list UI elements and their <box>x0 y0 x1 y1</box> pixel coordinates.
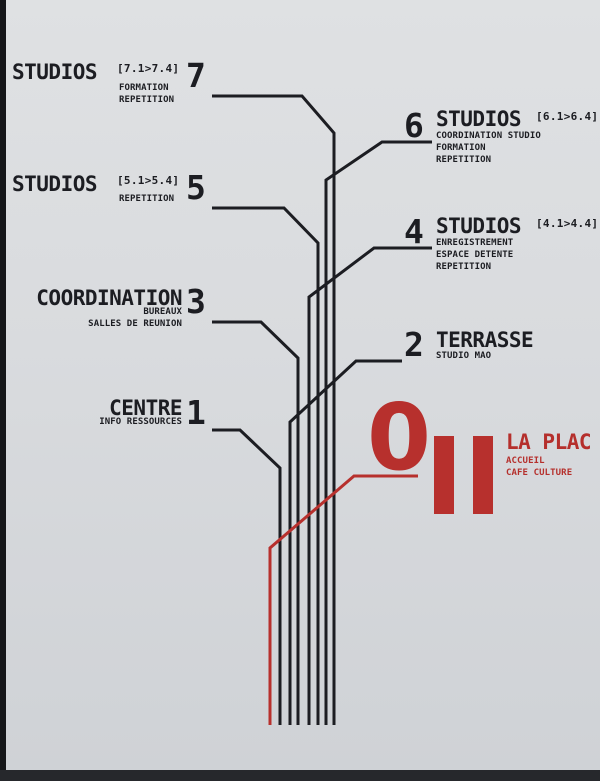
floor-2-line-1: STUDIO MAO <box>436 351 492 361</box>
floor-4-line-1: ENREGISTREMENT <box>436 238 514 248</box>
floor-0-bar-right <box>473 436 493 514</box>
connector-line-4 <box>307 246 432 725</box>
floor-6-line-2: FORMATION <box>436 143 486 153</box>
floor-6-title: STUDIOS <box>436 107 522 131</box>
connector-line-0 <box>268 474 418 725</box>
floor-5-number: 5 <box>186 168 206 207</box>
floor-7-line-1: FORMATION <box>119 83 169 93</box>
floor-6-number: 6 <box>404 106 424 145</box>
floor-6-line-1: COORDINATION STUDIO <box>436 131 541 141</box>
floor-4-line-2: ESPACE DETENTE <box>436 250 514 260</box>
floor-1-number: 1 <box>186 393 206 432</box>
floor-7-number: 7 <box>186 56 206 95</box>
floor-0-line-2: CAFE CULTURE <box>506 468 573 478</box>
floor-directory-sign: STUDIOS [7.1>7.4] 7 FORMATION REPETITION… <box>6 0 600 770</box>
floor-3-line-2: SALLES DE REUNION <box>88 319 182 329</box>
floor-4-number: 4 <box>404 212 424 251</box>
connector-line-6 <box>324 140 432 725</box>
connector-line-7 <box>212 94 336 725</box>
photo-dark-edge <box>0 0 6 781</box>
connector-line-5 <box>212 206 320 725</box>
floor-2-title: TERRASSE <box>436 328 534 352</box>
floor-connector-lines <box>212 94 432 725</box>
connector-line-1 <box>212 428 282 725</box>
floor-3-number: 3 <box>186 282 206 321</box>
floor-1-title: CENTRE <box>109 396 182 420</box>
floor-6-range: [6.1>6.4] <box>536 110 599 123</box>
floor-2-number: 2 <box>404 325 424 364</box>
floor-3-title: COORDINATION <box>36 286 182 310</box>
floor-1-line-1: INFO RESSOURCES <box>99 417 182 427</box>
floor-6-line-3: REPETITION <box>436 155 492 165</box>
connector-line-2 <box>288 359 402 725</box>
floor-7-range: [7.1>7.4] <box>117 62 180 75</box>
floor-3-line-1: BUREAUX <box>143 307 182 317</box>
floor-4-title: STUDIOS <box>436 214 522 238</box>
floor-7-title: STUDIOS <box>12 60 98 84</box>
photo-dark-bottom <box>0 770 600 781</box>
connector-line-3 <box>212 320 300 725</box>
floor-5-line-1: REPETITION <box>119 194 175 204</box>
floor-0-title: LA PLAC <box>506 430 592 454</box>
floor-0-line-1: ACCUEIL <box>506 456 545 466</box>
floor-0-bar-left <box>434 436 454 514</box>
floor-4-line-3: REPETITION <box>436 262 492 272</box>
floor-5-range: [5.1>5.4] <box>117 174 180 187</box>
floor-5-title: STUDIOS <box>12 172 98 196</box>
floor-0-number: 0 <box>367 384 431 491</box>
floor-7-line-2: REPETITION <box>119 95 175 105</box>
floor-4-range: [4.1>4.4] <box>536 217 599 230</box>
